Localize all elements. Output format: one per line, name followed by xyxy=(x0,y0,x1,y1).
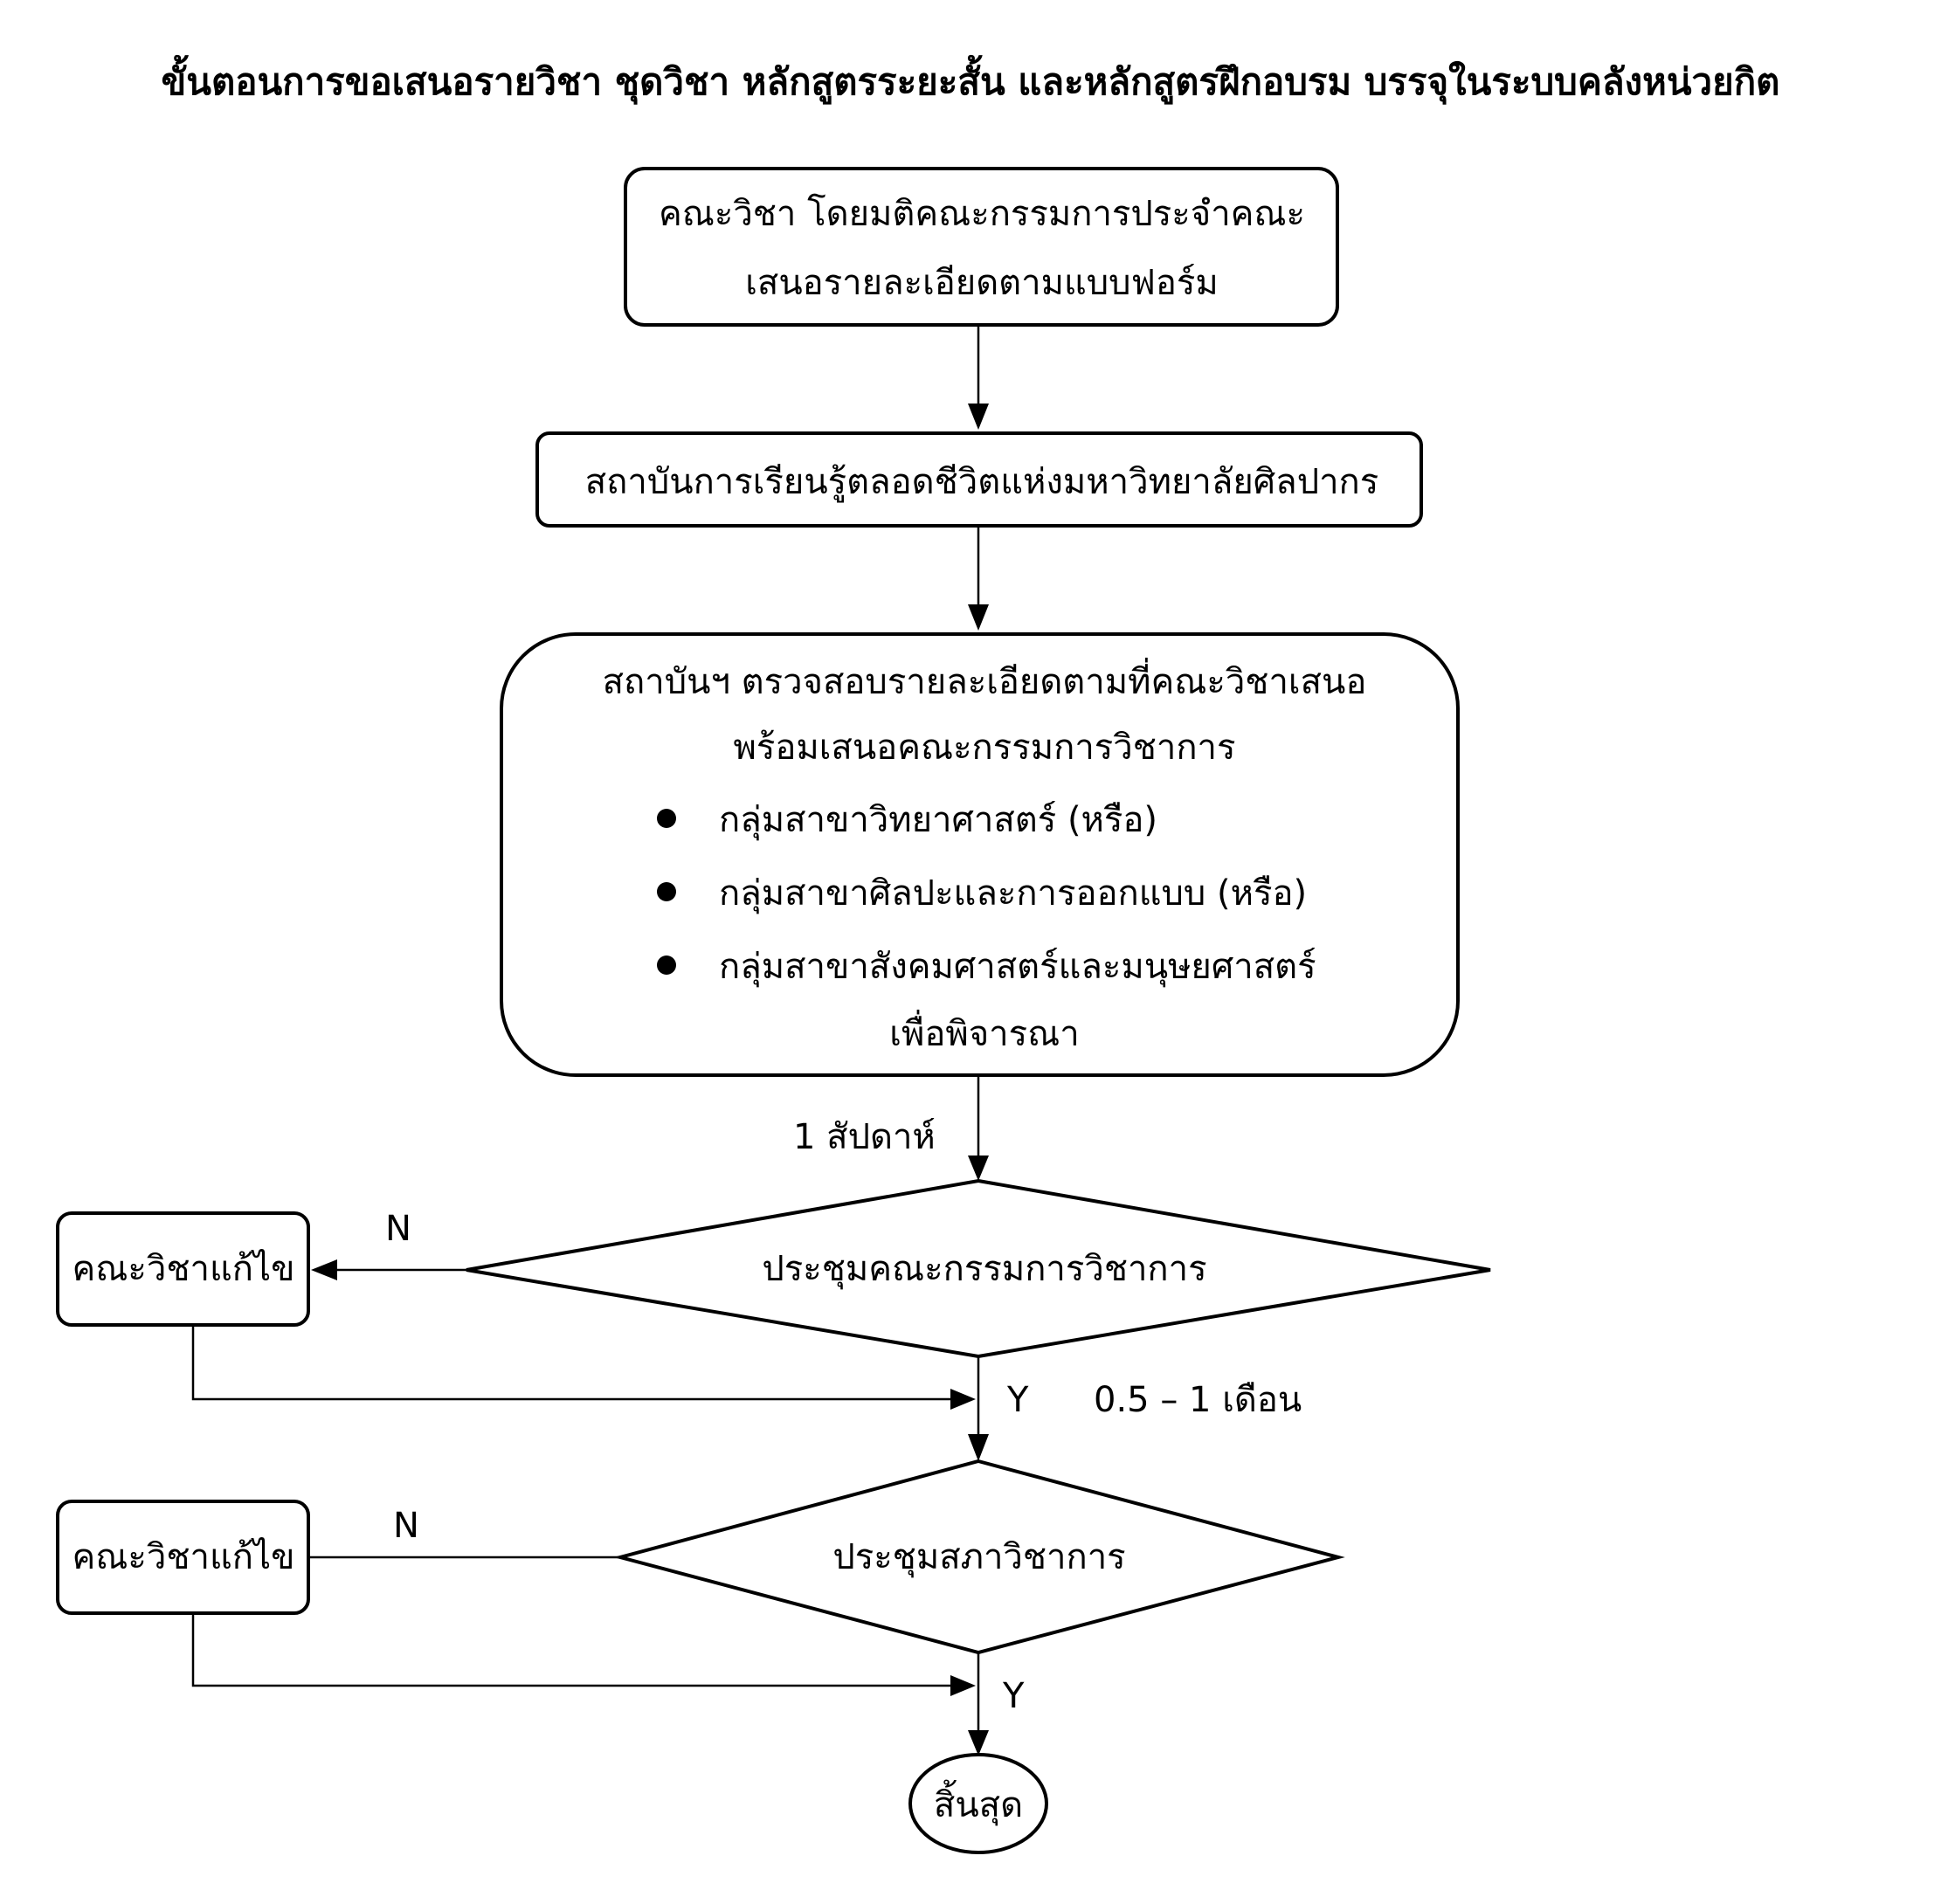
bullet-icon xyxy=(657,809,676,828)
no-label-1: N xyxy=(385,1209,411,1249)
step1-box: คณะวิชา โดยมติคณะกรรมการประจำคณะ เสนอราย… xyxy=(624,167,1339,327)
diagram-title: ขั้นตอนการขอเสนอรายวิชา ชุดวิชา หลักสูตร… xyxy=(162,54,1780,105)
step3-text-last: เพื่อพิจารณา xyxy=(889,1010,1079,1054)
bullet-icon xyxy=(657,955,676,975)
end-terminator: สิ้นสุด xyxy=(908,1753,1048,1854)
arrow-revise1-return xyxy=(191,1325,976,1410)
decision2-diamond: ประชุมสภาวิชาการ xyxy=(613,1459,1345,1655)
step3-bullet-3: กลุ่มสาขาสังคมศาสตร์และมนุษยศาสตร์ xyxy=(719,947,1316,988)
no-label-2: N xyxy=(393,1506,419,1546)
step3-bullet-1: กลุ่มสาขาวิทยาศาสตร์ (หรือ) xyxy=(719,800,1157,841)
revise2-text: คณะวิชาแก้ไข xyxy=(73,1537,295,1577)
step3-box: สถาบันฯ ตรวจสอบรายละเอียดตามที่คณะวิชาเส… xyxy=(500,632,1460,1077)
decision2-text: ประชุมสภาวิชาการ xyxy=(832,1537,1125,1578)
arrow-decision1-to-revise1 xyxy=(311,1259,466,1280)
step3-text-line1: สถาบันฯ ตรวจสอบรายละเอียดตามที่คณะวิชาเส… xyxy=(603,658,1367,702)
arrow-step2-to-step3 xyxy=(968,526,989,631)
decision1-text: ประชุมคณะกรรมการวิชาการ xyxy=(762,1249,1206,1290)
end-text: สิ้นสุด xyxy=(934,1779,1023,1826)
step3-text-line2: พร้อมเสนอคณะกรรมการวิชาการ xyxy=(734,728,1236,768)
decision1-diamond: ประชุมคณะกรรมการวิชาการ xyxy=(466,1178,1491,1359)
step2-box: สถาบันการเรียนรู้ตลอดชีวิตแห่งมหาวิทยาลั… xyxy=(535,431,1423,528)
revise2-box: คณะวิชาแก้ไข xyxy=(56,1500,310,1615)
arrow-step3-to-decision1 xyxy=(968,1075,989,1181)
step1-text-line2: เสนอรายละเอียดตามแบบฟอร์ม xyxy=(745,263,1219,303)
step2-text: สถาบันการเรียนรู้ตลอดชีวิตแห่งมหาวิทยาลั… xyxy=(585,462,1379,502)
yes-label-2: Y xyxy=(1002,1676,1025,1716)
bullet-icon xyxy=(657,882,676,901)
arrow-step1-to-step2 xyxy=(968,325,989,430)
step3-bullet-2: กลุ่มสาขาศิลปะและการออกแบบ (หรือ) xyxy=(719,873,1307,914)
revise1-box: คณะวิชาแก้ไข xyxy=(56,1211,310,1327)
yes-label-1: Y xyxy=(1006,1380,1029,1420)
duration-label-1: 1 สัปดาห์ xyxy=(793,1117,936,1157)
arrow-decision1-to-decision2 xyxy=(968,1356,989,1461)
arrow-revise2-return xyxy=(191,1613,976,1696)
arrow-decision2-to-end xyxy=(968,1652,989,1756)
revise1-text: คณะวิชาแก้ไข xyxy=(73,1249,295,1289)
step1-text-line1: คณะวิชา โดยมติคณะกรรมการประจำคณะ xyxy=(659,194,1305,234)
duration-label-2: 0.5 – 1 เดือน xyxy=(1094,1380,1302,1420)
